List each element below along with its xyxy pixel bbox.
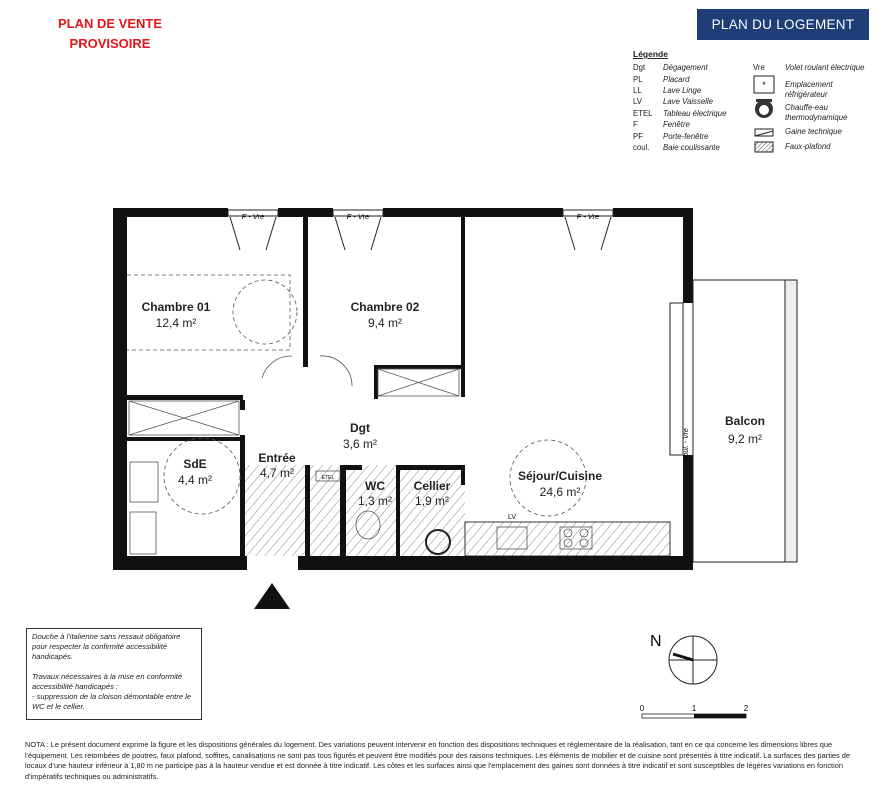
room-area: 1,3 m² [358,494,392,508]
status-line-1: PLAN DE VENTE [57,16,162,31]
false-ceiling-icon [754,141,774,153]
false-ceiling-wc-cellier [345,465,465,556]
legend-label: Chauffe-eau [785,103,828,112]
windows [227,209,798,563]
room-area: 4,7 m² [260,466,294,480]
north-label: N [650,633,662,650]
legend-label: thermodynamique [785,113,848,122]
sliding-door-label: coul. - Vre [683,428,690,460]
note-paragraph: - suppression de la cloison démontable e… [32,692,192,711]
legend-label: Dégagement [663,63,708,72]
technical-duct-icon [754,128,774,137]
legend-code: Dgt [633,63,646,72]
room-area: 9,2 m² [728,432,762,446]
water-heater-icon [755,99,773,118]
room-name: Séjour/Cuisine [518,469,602,483]
window-label: F - Vre [242,212,265,221]
room-area: 9,4 m² [368,316,402,330]
room-name: WC [365,479,385,493]
legend-label: Baie coulissante [663,143,720,152]
legend-label: Volet roulant électrique [785,63,865,72]
room-name: Cellier [414,479,451,493]
fridge-icon: * [753,75,775,94]
room-name: Dgt [350,421,370,435]
status-line-2: PROVISOIRE [69,36,151,51]
legend-code: LL [633,86,642,95]
legend-label: Fenêtre [663,120,690,129]
room-area: 12,4 m² [156,316,197,330]
scale-tick: 0 [640,704,645,713]
svg-text:*: * [762,80,766,90]
false-ceiling-entree [245,465,345,556]
legend-code: PF [633,132,643,141]
room-name: Balcon [725,414,765,428]
legend-code: F [633,120,638,129]
legend-label: réfrigérateur [785,90,828,99]
entrance-arrow-icon [254,583,290,609]
legend-symbols: * [753,75,775,153]
note-paragraph: Douche à l'italienne sans ressaut obliga… [32,632,181,661]
room-area: 4,4 m² [178,473,212,487]
room-area: 3,6 m² [343,437,377,451]
legend: Légende Dgt Dégagement PL Placard LL Lave L… [633,49,873,173]
walls [113,208,693,570]
etel-label: ETEL [322,475,335,481]
room-name: Entrée [258,451,296,465]
legend-title: Légende [633,49,668,59]
legend-code: ETEL [633,109,653,118]
window-label: F - Vre [577,212,600,221]
nota-disclaimer: NOTA : Le présent document exprime la fi… [25,740,850,781]
room-area: 1,9 m² [415,494,449,508]
legend-label: Porte-fenêtre [663,132,709,141]
legend-label: Lave Linge [663,86,702,95]
lv-label: LV [508,514,516,521]
window-label: F - Vre [347,212,370,221]
legend-label: Lave Vaisselle [663,97,713,106]
room-name: Chambre 02 [351,300,420,314]
legend-code: Vre [753,63,765,72]
accessibility-note: Douche à l'italienne sans ressaut obliga… [26,628,202,720]
plan-title: PLAN DU LOGEMENT [697,9,869,40]
legend-label: Placard [663,75,690,84]
legend-label: Faux-plafond [785,142,831,151]
legend-label: Tableau électrique [663,109,727,118]
scale-tick: 2 [744,704,749,713]
room-name: SdE [183,457,206,471]
legend-label: Gaine technique [785,127,842,136]
legend-label: Emplacement [785,80,833,89]
furniture [127,274,593,555]
note-paragraph: Travaux nécessaires à la mise en conform… [32,672,183,691]
legend-code: PL [633,75,643,84]
legend-code: coul. [633,143,650,152]
compass-icon: N [650,633,718,685]
legend-code: LV [633,97,642,106]
scale-tick: 1 [692,704,697,713]
room-name: Chambre 01 [142,300,211,314]
room-area: 24,6 m² [540,485,581,499]
scale-bar: 0 1 2 [640,704,749,719]
